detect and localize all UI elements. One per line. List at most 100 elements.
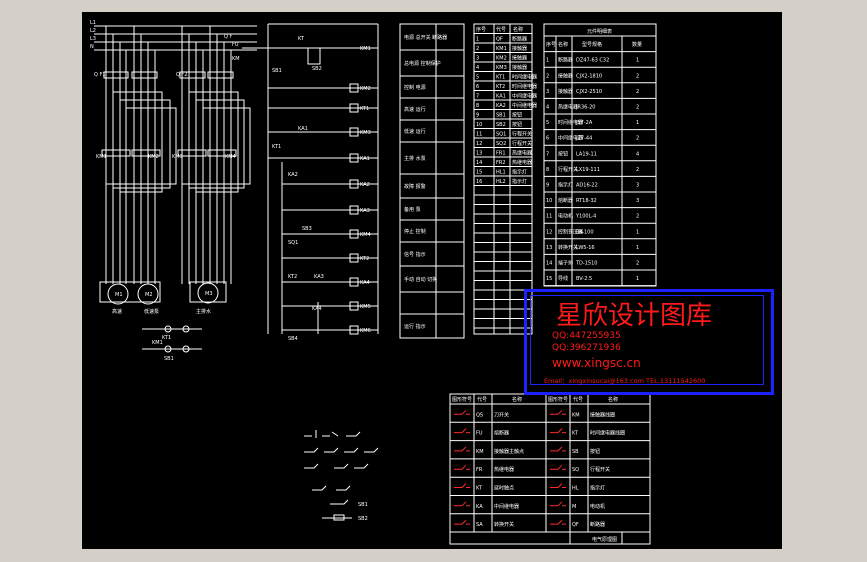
io-cell: KA1 bbox=[496, 94, 506, 100]
io-cell: 6 bbox=[476, 84, 479, 90]
component-cell: 端子排 bbox=[558, 260, 573, 267]
legend-name: 熔断器 bbox=[494, 430, 509, 437]
io-header: 名称 bbox=[513, 26, 523, 33]
legend-header: 图形符号 bbox=[548, 396, 568, 403]
io-cell: 按钮 bbox=[512, 121, 522, 128]
component-cell: BV-2.5 bbox=[576, 276, 592, 282]
component-cell: 1 bbox=[636, 276, 639, 282]
io-cell: KM2 bbox=[496, 56, 507, 62]
function-row: 备用 泵 bbox=[404, 206, 421, 213]
contact-label: SB4 bbox=[288, 336, 298, 342]
io-cell: KM3 bbox=[496, 65, 507, 71]
component-cell: LX19-111 bbox=[576, 167, 600, 173]
component-cell: 2 bbox=[636, 89, 639, 95]
legend-symbol bbox=[550, 501, 566, 507]
component-cell: JR36-20 bbox=[575, 105, 595, 111]
component-cell: BK-100 bbox=[576, 229, 594, 235]
component-cell: 导线 bbox=[558, 275, 568, 282]
motor-label: M1 bbox=[115, 292, 123, 298]
component-cell: 2 bbox=[636, 105, 639, 111]
contact-label: KA2 bbox=[288, 172, 298, 178]
circuit-label: KT1 bbox=[162, 335, 171, 341]
component-cell: 14 bbox=[546, 261, 552, 267]
io-cell: 14 bbox=[476, 160, 482, 166]
legend-name: 行程开关 bbox=[590, 466, 610, 473]
component-cell: 6 bbox=[546, 136, 549, 142]
function-row: 电源 总开关 断路器 bbox=[404, 34, 447, 41]
component-cell: 中间继电器 bbox=[558, 135, 583, 142]
component-cell: 2 bbox=[636, 73, 639, 79]
component-cell: JS7-2A bbox=[575, 120, 593, 126]
contact-label: KT2 bbox=[288, 274, 297, 280]
watermark-website: www.xingsc.cn bbox=[552, 356, 641, 370]
phase-label: L2 bbox=[90, 28, 96, 34]
coil-label: KT2 bbox=[360, 256, 369, 262]
legend-symbol bbox=[454, 501, 470, 507]
io-cell: 热继电器 bbox=[512, 159, 532, 166]
coil-label: KA3 bbox=[360, 208, 370, 214]
breaker-label: Q F1 bbox=[94, 72, 106, 78]
component-header: 数量 bbox=[632, 41, 642, 48]
contactor-label: KM1 bbox=[96, 154, 107, 160]
component-cell: 断路器 bbox=[558, 57, 573, 64]
io-cell: 12 bbox=[476, 141, 482, 147]
component-cell: 3 bbox=[636, 183, 639, 189]
function-table: 电源 总开关 断路器 总电源 控制保护 控制 电源 高速 运行 低速 运行 主排… bbox=[399, 23, 465, 339]
motor-label: M3 bbox=[205, 291, 213, 297]
component-cell: 热继电器 bbox=[558, 104, 578, 111]
symbol-note: SB2 bbox=[358, 516, 368, 522]
contact-label: KA3 bbox=[314, 274, 324, 280]
legend-name: 刀开关 bbox=[494, 411, 509, 418]
legend-code: QF bbox=[572, 522, 579, 528]
circuit-label: SB1 bbox=[164, 356, 174, 362]
legend-name: 接触器线圈 bbox=[590, 411, 615, 418]
legend-symbol bbox=[550, 446, 566, 452]
watermark-contact: Email：xingxinsucai@163.com TEL:131115426… bbox=[544, 377, 706, 385]
io-cell: 断路器 bbox=[512, 36, 527, 43]
rungs bbox=[268, 83, 378, 335]
legend-name: 电动机 bbox=[590, 503, 605, 510]
legend-name: 转换开关 bbox=[494, 521, 514, 528]
legend-header: 代号 bbox=[477, 396, 487, 403]
io-cell: 4 bbox=[476, 65, 479, 71]
io-cell: KT1 bbox=[496, 75, 505, 81]
component-cell: RT18-32 bbox=[576, 198, 597, 204]
io-cell: 9 bbox=[476, 113, 479, 119]
io-cell: 16 bbox=[476, 179, 482, 185]
component-cell: 2 bbox=[636, 261, 639, 267]
legend-code: M bbox=[572, 504, 576, 510]
component-cell: 1 bbox=[546, 58, 549, 64]
legend-code: FU bbox=[476, 431, 483, 437]
watermark-inner-frame bbox=[530, 295, 764, 385]
io-cell: 时间继电器 bbox=[512, 74, 537, 81]
component-cell: 2 bbox=[636, 214, 639, 220]
io-cell: 1 bbox=[476, 37, 479, 43]
component-cell: Y100L-4 bbox=[575, 214, 596, 220]
component-cell: 7 bbox=[546, 151, 549, 157]
contact-label: KA1 bbox=[298, 126, 308, 132]
legend-header: 名称 bbox=[608, 396, 618, 403]
component-cell: CJX2-2510 bbox=[576, 89, 602, 95]
function-row: 控制 电源 bbox=[404, 84, 426, 91]
legend-name: 中间继电器 bbox=[494, 503, 519, 510]
legend-header: 图形符号 bbox=[452, 396, 472, 403]
legend-symbol bbox=[550, 483, 566, 488]
coil-label: KT1 bbox=[360, 106, 369, 112]
legend-name: 指示灯 bbox=[590, 485, 605, 492]
io-cell: 5 bbox=[476, 75, 479, 81]
legend-symbol bbox=[454, 519, 470, 525]
legend-code: KM bbox=[476, 449, 484, 455]
phase-label: L3 bbox=[90, 36, 96, 42]
component-cell: JZ7-44 bbox=[575, 136, 592, 142]
coil-label: KM1 bbox=[360, 46, 371, 52]
component-cell: 15 bbox=[546, 276, 552, 282]
watermark-qq1: QQ:447255935 bbox=[552, 331, 621, 341]
motor-caption: 高速 bbox=[112, 308, 122, 315]
contact-label: SB3 bbox=[302, 226, 312, 232]
io-cell: 7 bbox=[476, 94, 479, 100]
legend-symbol bbox=[454, 464, 470, 470]
component-cell: 8 bbox=[546, 167, 549, 173]
component-cell: CJX2-1810 bbox=[576, 73, 602, 79]
component-cell: 13 bbox=[546, 245, 552, 251]
